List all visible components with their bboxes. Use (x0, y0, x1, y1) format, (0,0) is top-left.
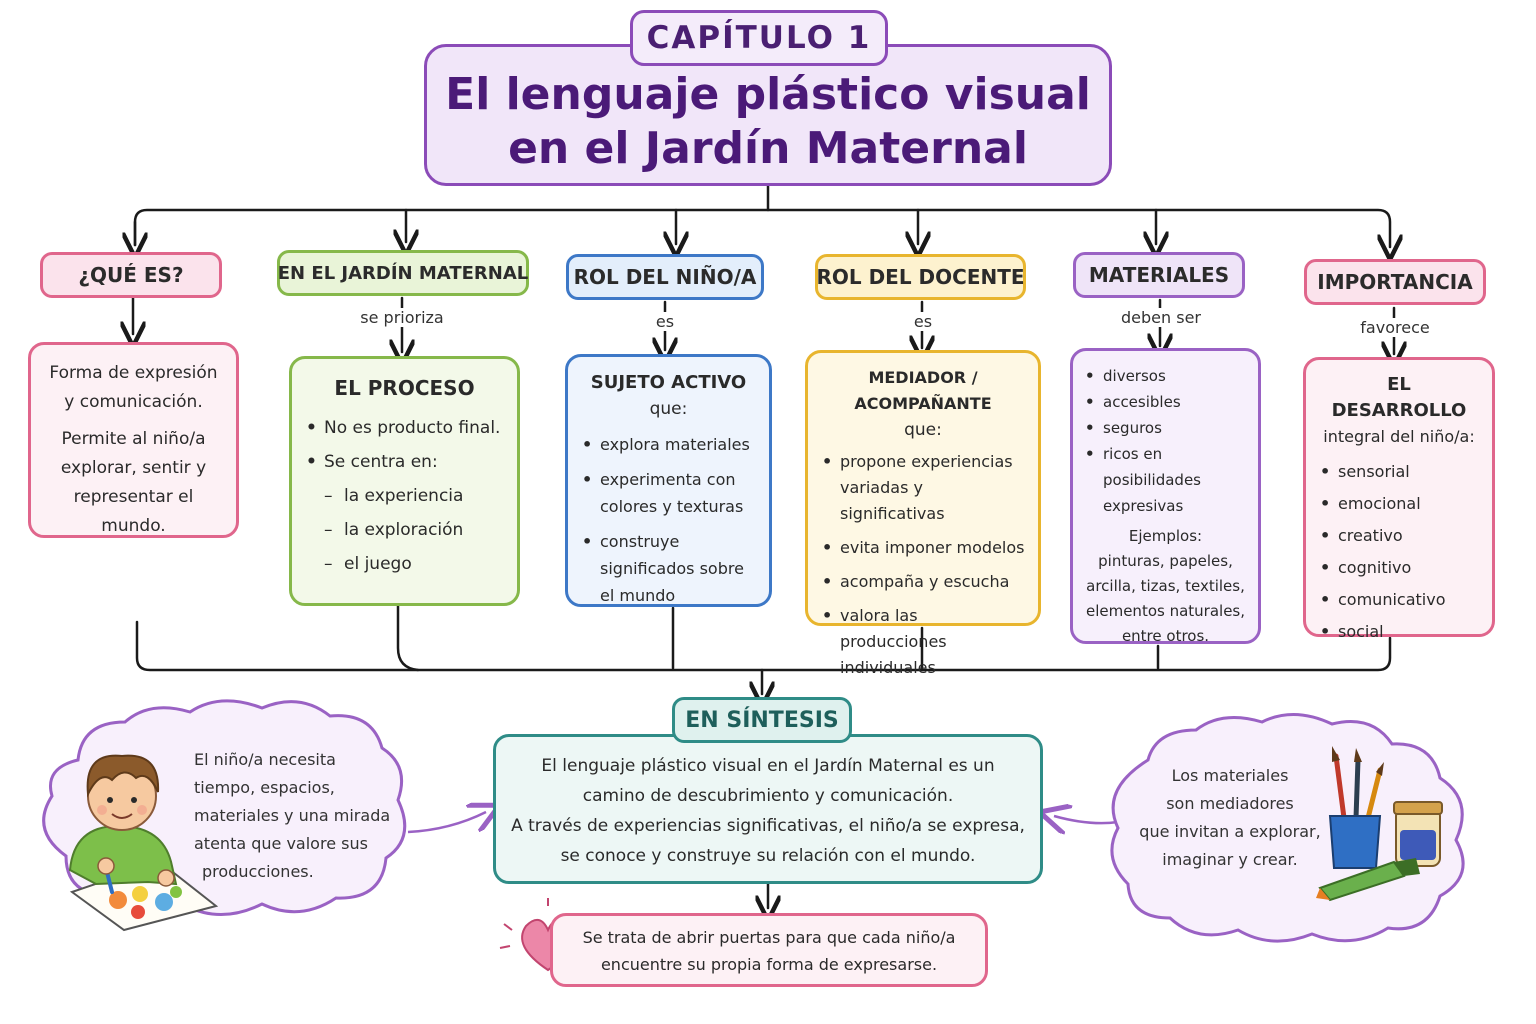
que-es-line: representar el mundo. (73, 487, 194, 536)
left-cloud-line: El niño/a necesita (194, 750, 336, 769)
header-que-es: ¿QUÉ ES? (40, 252, 222, 298)
connector-label-docente: es (908, 312, 938, 331)
list-item: sensorial (1318, 456, 1480, 488)
left-cloud-line: producciones. (202, 862, 314, 881)
list-item: experimenta con colores y texturas (580, 466, 757, 520)
left-cloud-line: atenta que valore sus (194, 834, 368, 853)
list-item: Se centra en: (304, 445, 505, 479)
left-cloud-line: tiempo, espacios, (194, 778, 335, 797)
art-supplies-icon (1316, 746, 1443, 902)
box-que-es: Forma de expresión y comunicación. Permi… (28, 342, 239, 538)
connector-label-nino: es (650, 312, 680, 331)
right-cloud-line: imaginar y crear. (1162, 850, 1298, 869)
desarrollo-subtitle: integral del niño/a: (1323, 427, 1475, 446)
mediador-title: MEDIADOR / ACOMPAÑANTE (854, 368, 992, 413)
main-title-box: El lenguaje plástico visual en el Jardín… (424, 44, 1112, 186)
main-title-line-1: El lenguaje plástico visual (445, 69, 1091, 120)
header-rol-docente: ROL DEL DOCENTE (815, 254, 1026, 300)
box-el-proceso: EL PROCESO No es producto final. Se cent… (289, 356, 520, 606)
list-item: seguros (1083, 415, 1248, 441)
header-materiales: MATERIALES (1073, 252, 1245, 298)
right-cloud-line: son mediadores (1166, 794, 1294, 813)
header-importancia: IMPORTANCIA (1304, 259, 1486, 305)
list-item: la exploración (304, 513, 505, 547)
list-item: creativo (1318, 520, 1480, 552)
list-item: evita imponer modelos (820, 535, 1026, 561)
desarrollo-title: EL DESARROLLO (1331, 374, 1467, 421)
ejemplos-line: arcilla, tizas, textiles, (1086, 577, 1245, 595)
header-rol-nino: ROL DEL NIÑO/A (566, 254, 764, 300)
sintesis-line: El lenguaje plástico visual en el Jardín… (541, 756, 995, 776)
list-item: accesibles (1083, 389, 1248, 415)
list-item: No es producto final. (304, 411, 505, 445)
left-cloud-line: materiales y una mirada (194, 806, 391, 825)
list-item: explora materiales (580, 431, 757, 458)
list-item: diversos (1083, 363, 1248, 389)
closing-line-1: Se trata de abrir puertas para que cada … (582, 928, 956, 947)
child-drawing-icon (68, 754, 219, 932)
que-es-line: explorar, sentir y (60, 458, 207, 478)
box-mediador: MEDIADOR / ACOMPAÑANTE que: propone expe… (805, 350, 1041, 677)
que-es-line: y comunicación. (64, 392, 203, 412)
chapter-label: CAPÍTULO 1 (630, 10, 888, 66)
list-item: comunicativo (1318, 584, 1480, 616)
connector-label-materiales: deben ser (1112, 308, 1210, 327)
sujeto-activo-title: SUJETO ACTIVO (590, 372, 747, 393)
connector-label-importancia: favorece (1350, 318, 1440, 337)
ejemplos-line: pinturas, papeles, (1098, 552, 1233, 570)
connector-label-jardin: se prioriza (340, 308, 464, 327)
list-item: acompaña y escucha (820, 569, 1026, 595)
sujeto-activo-subtitle: que: (649, 399, 688, 419)
header-jardin-maternal: EN EL JARDÍN MATERNAL (277, 250, 529, 296)
main-title-line-2: en el Jardín Maternal (508, 123, 1028, 174)
box-materiales: diversos accesibles seguros ricos en pos… (1070, 348, 1261, 645)
list-item: cognitivo (1318, 552, 1480, 584)
list-item: emocional (1318, 488, 1480, 520)
mediador-subtitle: que: (904, 420, 942, 440)
ejemplos-line: entre otros. (1121, 627, 1210, 645)
ejemplos-line: elementos naturales, (1085, 602, 1246, 620)
header-en-sintesis: EN SÍNTESIS (672, 697, 852, 743)
que-es-line: Permite al niño/a (61, 429, 206, 449)
el-proceso-title: EL PROCESO (334, 376, 475, 400)
right-cloud-line: que invitan a explorar, (1139, 822, 1321, 841)
list-item: social (1318, 616, 1480, 648)
box-cierre: Se trata de abrir puertas para que cada … (550, 913, 988, 987)
sintesis-line: A través de experiencias significativas,… (511, 816, 1025, 836)
sintesis-line: se conoce y construye su relación con el… (560, 846, 976, 866)
ejemplos-title: Ejemplos: (1128, 527, 1203, 545)
right-cloud-line: Los materiales (1171, 766, 1289, 785)
list-item: la experiencia (304, 479, 505, 513)
box-el-desarrollo: EL DESARROLLO integral del niño/a: senso… (1303, 357, 1495, 648)
closing-line-2: encuentre su propia forma de expresarse. (600, 955, 938, 974)
right-cloud-text: Los materiales son mediadores que invita… (1132, 762, 1328, 874)
sintesis-line: camino de descubrimiento y comunicación. (582, 786, 954, 806)
list-item: construye significados sobre el mundo (580, 528, 757, 609)
box-sintesis: El lenguaje plástico visual en el Jardín… (493, 734, 1043, 884)
list-item: el juego (304, 547, 505, 581)
list-item: propone experiencias variadas y signific… (820, 449, 1026, 527)
que-es-line: Forma de expresión (49, 363, 218, 383)
left-cloud-text: El niño/a necesita tiempo, espacios, mat… (194, 746, 394, 886)
box-sujeto-activo: SUJETO ACTIVO que: explora materiales ex… (565, 354, 772, 607)
list-item: valora las producciones individuales (820, 603, 1026, 681)
list-item: ricos en posibilidades expresivas (1083, 441, 1248, 519)
